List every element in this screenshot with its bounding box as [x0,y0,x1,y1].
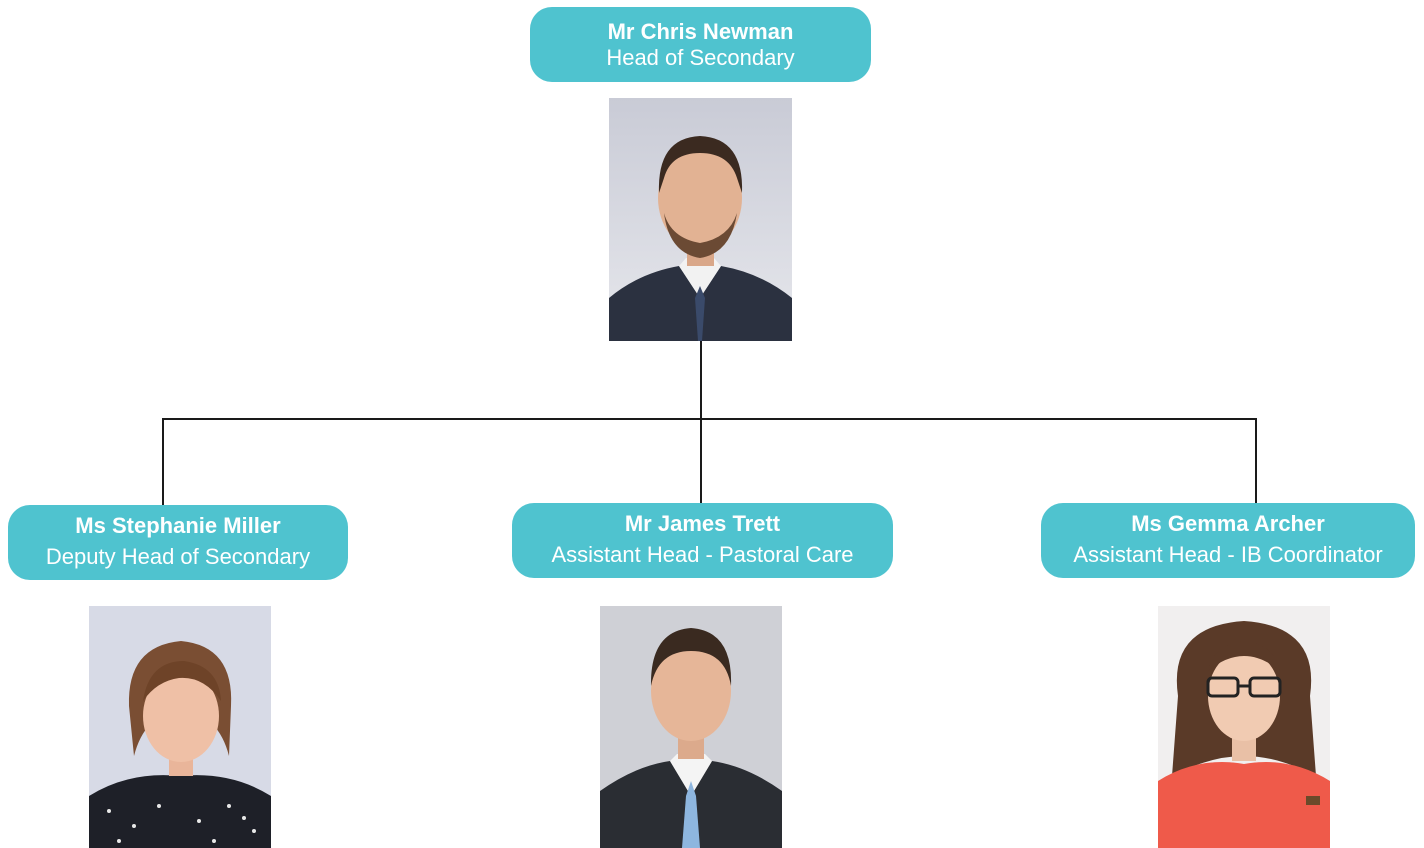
head-role: Head of Secondary [606,45,795,70]
report-photo-1 [89,606,271,848]
report-box-3: Ms Gemma Archer Assistant Head - IB Coor… [1041,503,1415,578]
report-role-2: Assistant Head - Pastoral Care [551,542,854,567]
connector-vertical-head [700,341,702,420]
head-name: Mr Chris Newman [607,19,794,44]
connector-middle-drop [700,418,702,504]
head-photo [609,98,792,341]
report-box-1: Ms Stephanie Miller Deputy Head of Secon… [8,505,348,580]
report-box-2: Mr James Trett Assistant Head - Pastoral… [512,503,893,578]
report-photo-3 [1158,606,1330,848]
report-name-1: Ms Stephanie Miller [75,513,281,538]
connector-left-drop [162,418,164,506]
head-title-box: Mr Chris Newman Head of Secondary [530,7,871,82]
report-photo-2 [600,606,782,848]
report-role-1: Deputy Head of Secondary [45,544,311,569]
connector-horizontal [162,418,1257,420]
report-name-2: Mr James Trett [624,511,781,536]
report-role-3: Assistant Head - IB Coordinator [1073,542,1383,567]
report-name-3: Ms Gemma Archer [1131,511,1325,536]
connector-right-drop [1255,418,1257,504]
